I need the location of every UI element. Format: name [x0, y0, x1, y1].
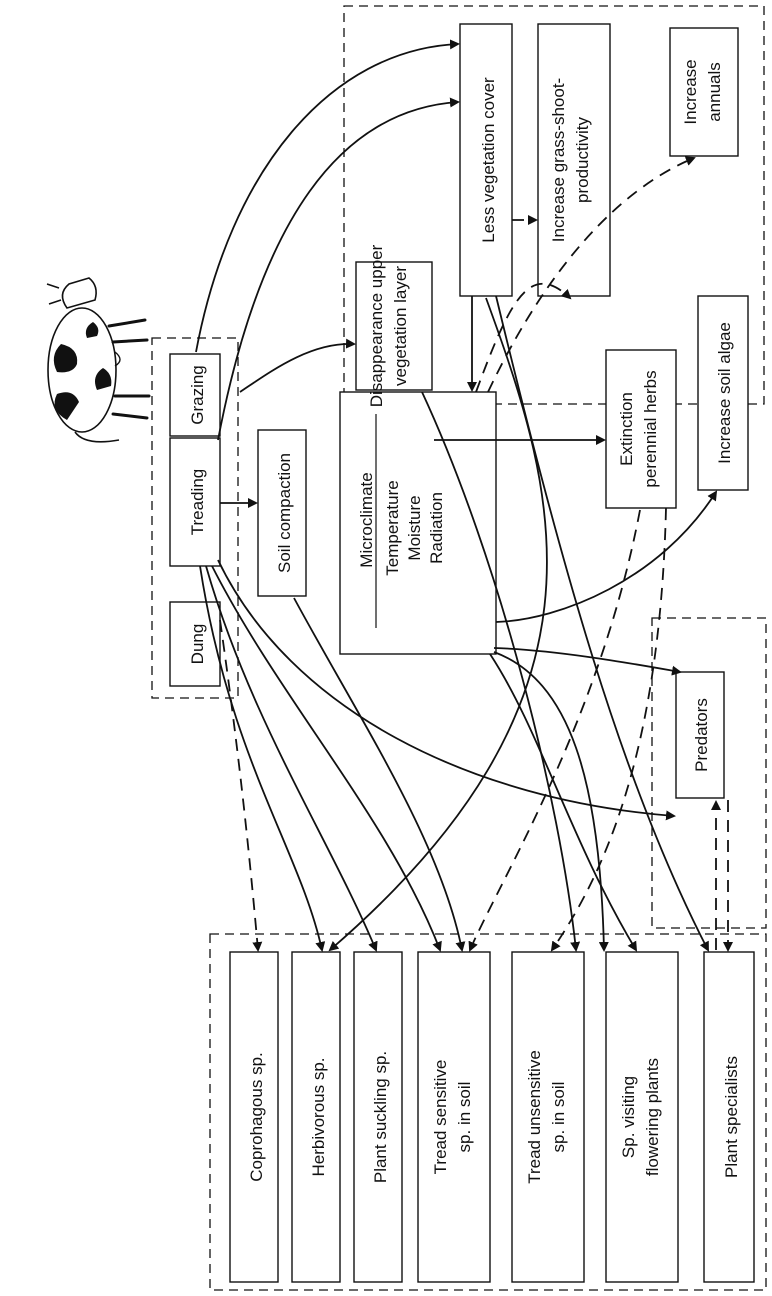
grass-shoot-productivity-box: Increase grass-shoot- productivity: [537, 23, 611, 297]
arrow-grazing-less-cover: [195, 39, 460, 353]
extinction-line-1: Extinction: [617, 392, 636, 466]
annuals-line-2: annuals: [705, 62, 724, 122]
herbivorous-box: Herbivorous sp.: [291, 951, 341, 1283]
arrow-treading-herbivorous: [199, 565, 326, 952]
arrow-soil-compaction-tread-sensitive: [293, 597, 466, 952]
arrow-less-cover-herbivorous: [328, 297, 548, 952]
microclimate-moisture: Moisture: [405, 495, 424, 560]
dung-label: Dung: [188, 624, 207, 665]
microclimate-title: Microclimate: [357, 472, 376, 567]
dung-box: Dung: [169, 601, 221, 687]
predators-label: Predators: [692, 698, 711, 772]
predator-group-frame: [651, 617, 767, 929]
less-vegetation-cover-box: Less vegetation cover: [459, 23, 513, 297]
arrow-microclimate-annuals: [487, 156, 696, 393]
arrow-treading-plant-suckling: [205, 565, 378, 952]
treading-label: Treading: [188, 469, 207, 535]
plant-specialists-label: Plant specialists: [722, 1056, 741, 1178]
extinction-line-2: perennial herbs: [641, 370, 660, 487]
predators-box: Predators: [675, 671, 725, 799]
arrow-grazing-disappearance: [239, 338, 356, 393]
source-group-frame: [151, 337, 239, 699]
visiting-flowering-line-2: flowering plants: [643, 1058, 662, 1176]
grazing-box: Grazing: [169, 353, 221, 437]
coprophagous-label: Coprohagous sp.: [247, 1052, 266, 1181]
soil-algae-label: Increase soil algae: [715, 322, 734, 464]
arrow-dung-coprophagous: [219, 619, 263, 952]
arrow-extinction-tread-sensitive: [468, 509, 641, 952]
tread-unsensitive-line-1: Tread unsensitive: [525, 1050, 544, 1184]
plant-specialists-box: Plant specialists: [703, 951, 755, 1283]
extinction-perennial-herbs-box: Extinction perennial herbs: [605, 349, 677, 509]
plant-suckling-label: Plant suckling sp.: [371, 1051, 390, 1183]
arrow-treading-less-cover: [217, 97, 460, 441]
vegetation-group-frame: [343, 5, 765, 405]
soil-compaction-box: Soil compaction: [257, 429, 307, 597]
arrow-disappearance-flowering: [421, 391, 581, 952]
tread-sensitive-line-2: sp. in soil: [455, 1082, 474, 1153]
herbivorous-label: Herbivorous sp.: [309, 1057, 328, 1176]
annuals-line-1: Increase: [681, 59, 700, 124]
tread-unsensitive-line-2: sp. in soil: [549, 1082, 568, 1153]
plant-suckling-box: Plant suckling sp.: [353, 951, 403, 1283]
coprophagous-box: Coprohagous sp.: [229, 951, 279, 1283]
tread-sensitive-box: Tread sensitive sp. in soil: [417, 951, 491, 1283]
treading-box: Treading: [169, 437, 221, 567]
grazing-label: Grazing: [188, 365, 207, 425]
microclimate-temperature: Temperature: [383, 480, 402, 575]
microclimate-box: Microclimate Temperature Moisture Radiat…: [339, 391, 497, 655]
disappearance-line-2: vegetation layer: [391, 266, 410, 386]
arrow-microclimate-predators: [493, 647, 682, 676]
arrow-treading-tread-sensitive: [211, 565, 442, 952]
arrow-microclimate-visiting: [489, 653, 638, 952]
visiting-flowering-line-1: Sp. visiting: [619, 1076, 638, 1158]
cow-illustration: [46, 277, 151, 443]
arrow-microclimate-soil-algae: [495, 490, 718, 623]
soil-compaction-label: Soil compaction: [275, 453, 294, 573]
less-cover-label: Less vegetation cover: [479, 77, 498, 243]
tread-sensitive-line-1: Tread sensitive: [431, 1060, 450, 1175]
tread-unsensitive-box: Tread unsensitive sp. in soil: [511, 951, 585, 1283]
disappearance-line-1: Disappearance upper: [367, 244, 386, 407]
arrow-microclimate-tread-unsensitive: [493, 651, 609, 952]
arrow-microclimate-grass-shoot: [475, 282, 572, 393]
increase-annuals-box: Increase annuals: [669, 27, 739, 157]
grass-shoot-line-2: productivity: [573, 117, 592, 203]
visiting-flowering-box: Sp. visiting flowering plants: [605, 951, 679, 1283]
microclimate-radiation: Radiation: [427, 492, 446, 564]
disappearance-vegetation-box: Disappearance upper vegetation layer: [355, 244, 433, 407]
arrow-extinction-tread-unsensitive: [550, 507, 667, 952]
grass-shoot-line-1: Increase grass-shoot-: [549, 78, 568, 242]
increase-soil-algae-box: Increase soil algae: [697, 295, 749, 491]
species-group-frame: [209, 933, 767, 1291]
